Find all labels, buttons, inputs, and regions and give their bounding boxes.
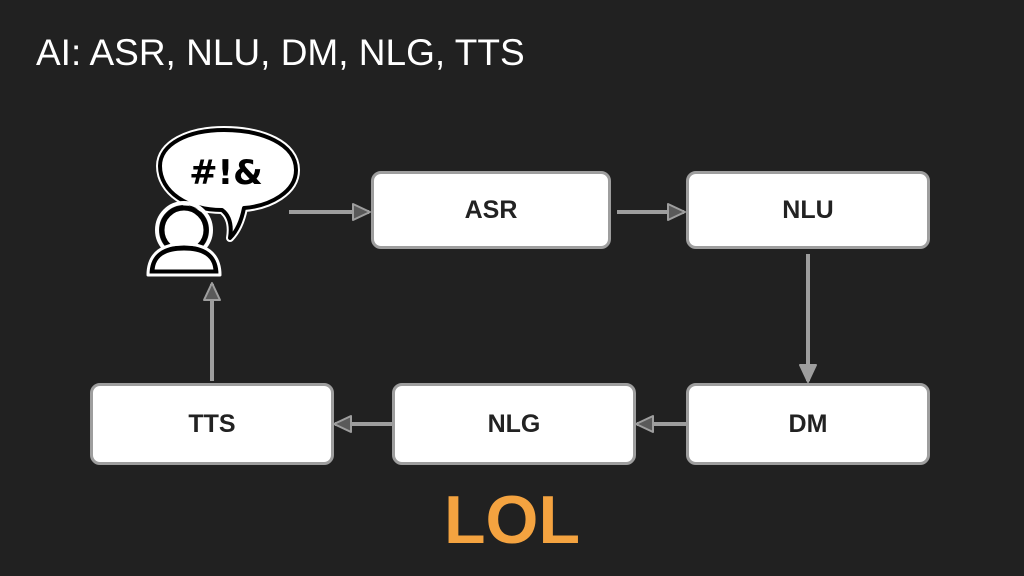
node-nlu: NLU (686, 171, 930, 249)
node-asr-label: ASR (464, 195, 518, 224)
speech-bubble-text: #!& (189, 153, 263, 193)
footer-text: LOL (444, 482, 580, 558)
node-tts: TTS (90, 383, 334, 465)
node-tts-label: TTS (188, 409, 236, 438)
node-nlg-label: NLG (487, 409, 541, 438)
node-asr: ASR (371, 171, 611, 249)
speaking-user-icon: #!& (146, 126, 300, 277)
slide-title: AI: ASR, NLU, DM, NLG, TTS (36, 32, 525, 73)
node-nlg: NLG (392, 383, 636, 465)
node-dm: DM (686, 383, 930, 465)
node-nlu-label: NLU (782, 195, 834, 224)
node-dm-label: DM (788, 409, 828, 438)
